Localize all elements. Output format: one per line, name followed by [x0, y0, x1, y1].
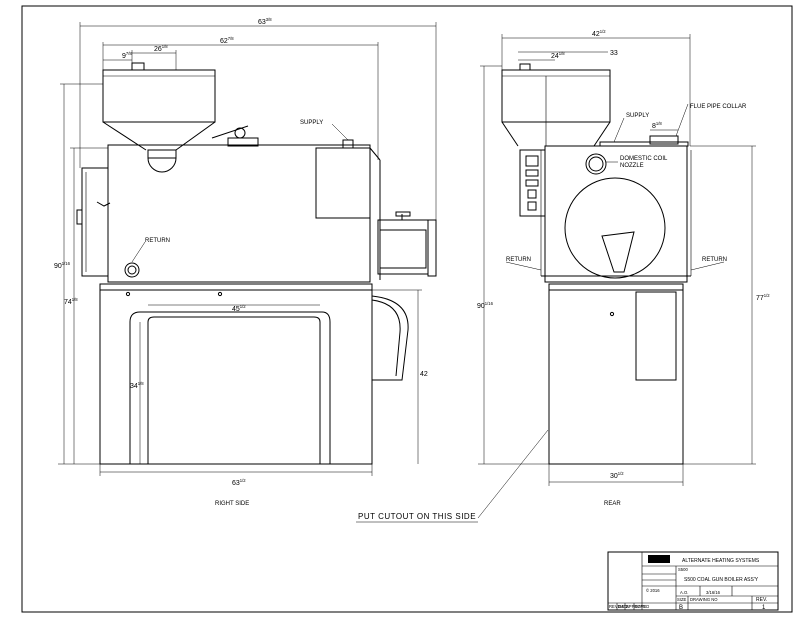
rear-dim-overall-height: 901/16 [477, 301, 494, 310]
rs-caption: RIGHT SIDE [215, 501, 249, 507]
rs-dim-overall-height: 901/16 [54, 261, 71, 270]
tb-rev-label: REV. [756, 597, 767, 603]
right-side-view [58, 22, 437, 476]
domestic-coil-nozzle [585, 153, 607, 175]
tb-rev-cell-3: DATE [635, 604, 646, 609]
rear-base [548, 283, 684, 465]
rear-body [544, 145, 688, 283]
rear-label-coil-2: NOZZLE [620, 163, 644, 169]
hopper-top [102, 69, 216, 123]
tb-company: ALTERNATE HEATING SYSTEMS [682, 558, 760, 564]
rs-dim-top-center: 261/8 [154, 44, 168, 53]
rear-label-return-left: RETURN [506, 257, 531, 263]
tb-drawing-no-label: DRAWING NO [690, 597, 718, 602]
rear-dim-top-small: 241/8 [551, 51, 565, 60]
rear-label-supply: SUPPLY [626, 113, 649, 119]
rear-dim-body-height: 771/2 [756, 293, 770, 302]
sheet-border [21, 5, 793, 613]
rear-view [478, 34, 756, 486]
company-logo [648, 555, 670, 563]
boiler-body [107, 144, 371, 283]
tb-title-code: S500 [678, 567, 688, 572]
rear-dim-collar: 81/8 [652, 121, 662, 130]
rs-dim-hopper-width: 627/8 [220, 36, 234, 45]
rs-dim-base-width: 631/2 [232, 478, 246, 487]
tb-size-label: SIZE [677, 597, 687, 602]
title-block [607, 551, 779, 611]
rear-label-return-right: RETURN [702, 257, 727, 263]
rear-dim-overall-width: 421/2 [592, 29, 606, 38]
rear-dim-base-width: 301/2 [610, 471, 624, 480]
rs-label-supply: SUPPLY [300, 120, 323, 126]
rs-dim-opening-width: 451/2 [232, 304, 246, 313]
tb-copyright: © 2016 [646, 588, 660, 593]
control-panel [519, 149, 546, 217]
rear-dim-top-right: 33 [610, 50, 618, 57]
tb-size-value: B [679, 605, 683, 611]
tb-date: 3/16/16 [706, 590, 721, 595]
rs-label-return: RETURN [145, 238, 170, 244]
cutout-note: PUT CUTOUT ON THIS SIDE [358, 512, 476, 521]
tb-rev-cell-2: APPROVED [626, 604, 649, 609]
tb-title: S500 COAL GUN BOILER ASS'Y [684, 577, 759, 583]
rs-dim-top-left: 97/8 [122, 51, 132, 60]
rs-dim-base-height: 42 [420, 371, 428, 378]
return-fitting [124, 262, 140, 278]
tb-rev-value: 1 [762, 605, 766, 611]
rs-dim-body-height: 741/8 [64, 297, 78, 306]
rear-access-door [564, 177, 666, 279]
rear-label-coil-1: DOMESTIC COIL [620, 156, 668, 162]
rear-caption: REAR [604, 501, 621, 507]
rs-dim-opening-height: 341/8 [130, 381, 144, 390]
tb-rev-cell-1: DATE [618, 604, 629, 609]
base-stand [99, 283, 373, 465]
rear-label-flue: FLUE PIPE COLLAR [690, 104, 747, 110]
tb-drawn: A.O. [680, 590, 688, 595]
tb-rev-cell-0: REVISED [609, 604, 627, 609]
rs-dim-overall-width: 633/8 [258, 17, 272, 26]
